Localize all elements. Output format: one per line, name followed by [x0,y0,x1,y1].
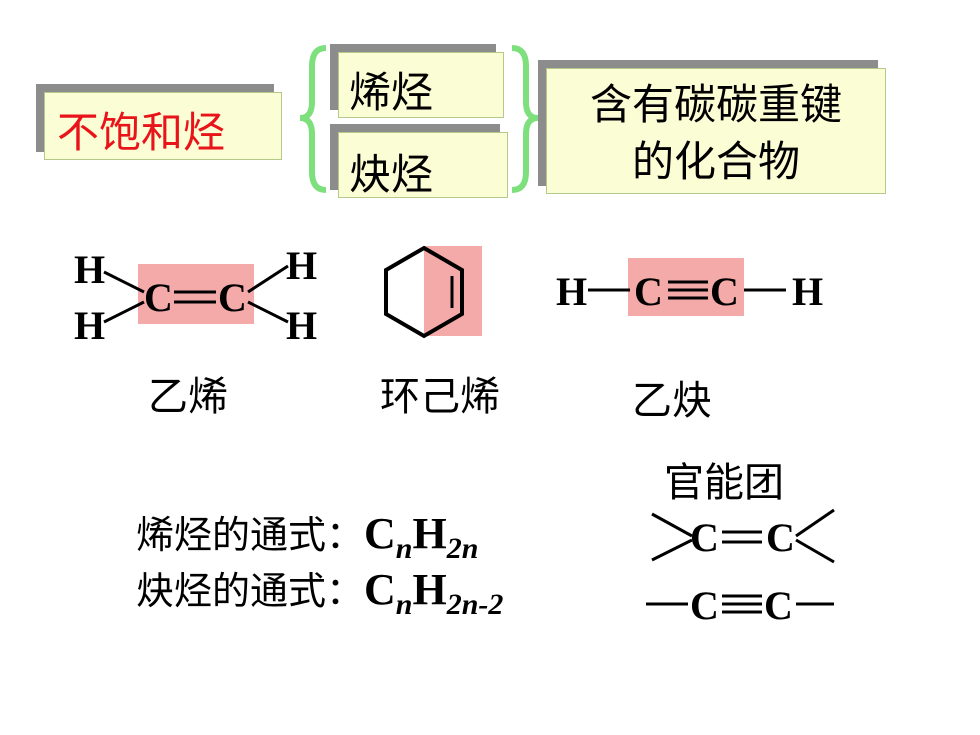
alkene-formula-expression: CnH2n [364,509,479,565]
cyclohexene-name: 环己烯 [380,374,500,420]
cyclohexene-ring [384,245,464,339]
alkyne-formula-expression: CnH2n-2 [364,565,504,621]
definition-line-2: 的化合物 [631,136,800,186]
ethylene-h-top-right: H [286,243,318,288]
ethylene-h-bottom-left: H [74,303,106,348]
functional-group-title: 官能团 [664,460,784,506]
unsaturated-hydrocarbon-box: 不饱和烃 [44,92,282,160]
ethylene-c-right: C [218,275,247,320]
unsaturated-hydrocarbon-label: 不饱和烃 [57,108,226,157]
alkene-label: 烯烃 [349,68,434,117]
alkyne-label: 炔烃 [349,150,434,199]
acetylene-c-left: C [634,269,663,314]
acetylene-h-left: H [556,269,588,314]
ethylene-name: 乙烯 [148,374,228,420]
fg-alkyne-c-left: C [690,583,719,628]
fg-alkene-c-left: C [690,515,719,560]
ethylene-h-top-left: H [74,247,106,292]
fg-alkyne-c-right: C [764,583,793,628]
right-brace [511,45,539,193]
alkyne-formula: 炔烃的通式：CnH2n-2 [136,560,503,626]
acetylene-name: 乙炔 [632,378,712,424]
alkyne-box: 炔烃 [338,132,508,199]
acetylene-c-right: C [710,269,739,314]
definition-box: 含有碳碳重键 的化合物 [546,68,886,194]
definition-line-1: 含有碳碳重键 [589,80,842,129]
left-brace [299,45,327,193]
alkene-formula-label: 烯烃的通式： [136,513,365,557]
ethylene-h-bottom-right: H [286,303,318,348]
alkene-box: 烯烃 [338,52,504,118]
ethylene-c-left: C [144,275,173,320]
fg-alkene-c-right: C [766,515,795,560]
ethylene-highlight [138,264,254,324]
acetylene-h-right: H [792,269,824,314]
alkene-formula: 烯烃的通式：CnH2n [136,504,478,570]
alkyne-formula-label: 炔烃的通式： [136,569,365,613]
acetylene-highlight [628,258,744,316]
